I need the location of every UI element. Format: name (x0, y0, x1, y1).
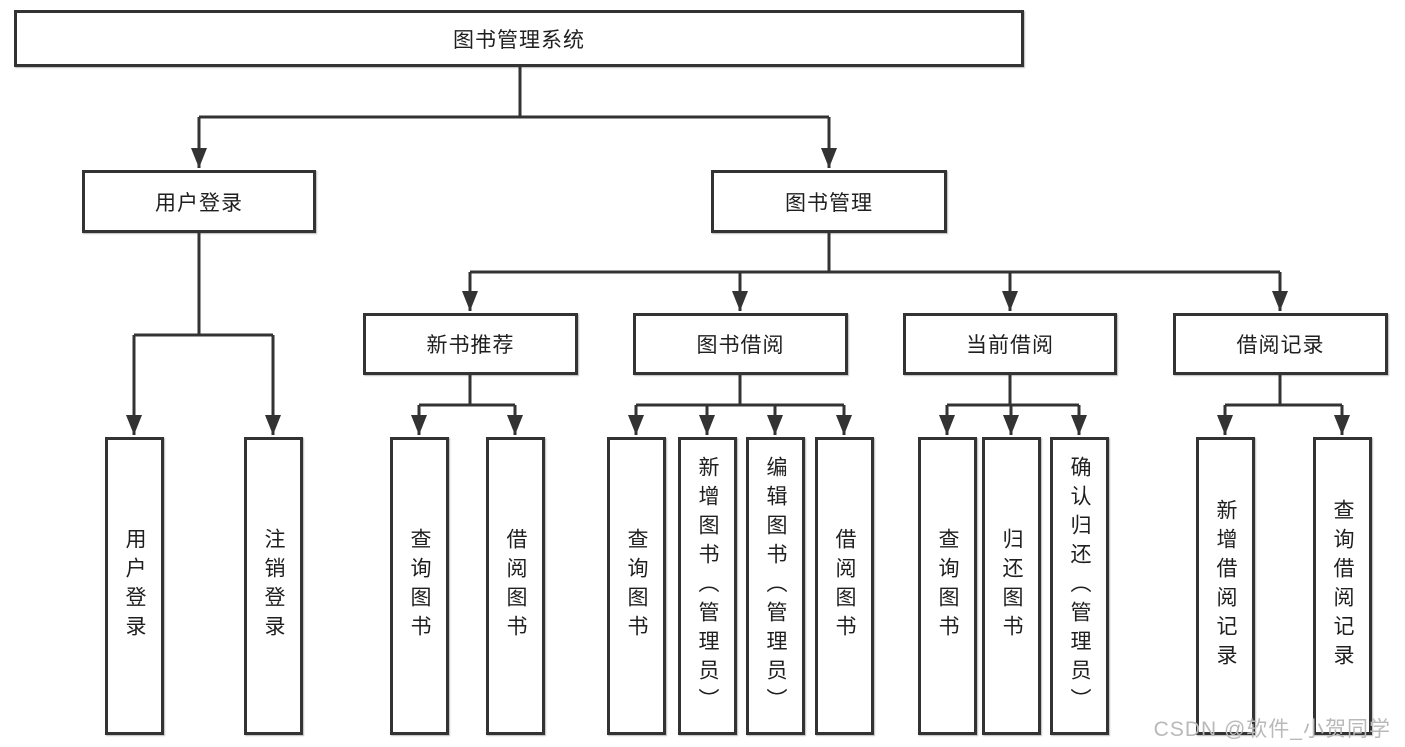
leaf-user-login-label: 用户登录 (123, 528, 146, 644)
leaf-query-borrow-record: 查询借阅记录 (1313, 437, 1372, 735)
node-book-borrow-label: 图书借阅 (696, 334, 785, 357)
leaf-borrow-books-1-label: 借阅图书 (504, 528, 527, 644)
leaf-query-books-3-label: 查询图书 (936, 528, 959, 644)
node-current-borrow-label: 当前借阅 (966, 334, 1054, 357)
csdn-watermark: CSDN @软件_小贺同学 (1153, 718, 1391, 741)
leaf-add-borrow-record-label: 新增借阅记录 (1214, 499, 1237, 673)
leaf-borrow-books-2-label: 借阅图书 (833, 528, 856, 644)
leaf-query-books-1: 查询图书 (390, 437, 449, 735)
node-borrow-records: 借阅记录 (1173, 313, 1388, 375)
leaf-query-books-2: 查询图书 (607, 437, 666, 735)
node-book-borrow: 图书借阅 (633, 313, 848, 375)
leaf-return-books: 归还图书 (982, 437, 1041, 735)
leaf-add-books-admin-label: 新增图书（管理员） (696, 455, 719, 717)
leaf-confirm-return-admin-label: 确认归还（管理员） (1068, 455, 1091, 717)
leaf-query-borrow-record-label: 查询借阅记录 (1331, 499, 1354, 673)
node-user-login: 用户登录 (82, 170, 316, 233)
node-current-borrow: 当前借阅 (903, 313, 1117, 375)
leaf-return-books-label: 归还图书 (1000, 528, 1023, 644)
node-user-login-label: 用户登录 (155, 191, 243, 215)
node-system-root: 图书管理系统 (14, 10, 1024, 67)
node-new-book-recommend: 新书推荐 (363, 313, 578, 375)
node-system-root-label: 图书管理系统 (453, 28, 585, 52)
node-book-management-label: 图书管理 (785, 191, 873, 215)
leaf-query-books-3: 查询图书 (918, 437, 977, 735)
leaf-borrow-books-2: 借阅图书 (815, 437, 874, 735)
node-new-book-recommend-label: 新书推荐 (426, 334, 515, 357)
leaf-borrow-books-1: 借阅图书 (486, 437, 545, 735)
node-borrow-records-label: 借阅记录 (1236, 334, 1325, 357)
leaf-query-books-2-label: 查询图书 (625, 528, 648, 644)
leaf-add-books-admin: 新增图书（管理员） (678, 437, 737, 735)
leaf-confirm-return-admin: 确认归还（管理员） (1050, 437, 1109, 735)
leaf-add-borrow-record: 新增借阅记录 (1196, 437, 1255, 735)
leaf-edit-books-admin-label: 编辑图书（管理员） (764, 455, 787, 717)
leaf-logout: 注销登录 (244, 437, 303, 735)
leaf-query-books-1-label: 查询图书 (408, 528, 431, 644)
node-book-management: 图书管理 (711, 170, 947, 233)
leaf-logout-label: 注销登录 (262, 528, 285, 644)
leaf-user-login: 用户登录 (105, 437, 164, 735)
leaf-edit-books-admin: 编辑图书（管理员） (746, 437, 805, 735)
